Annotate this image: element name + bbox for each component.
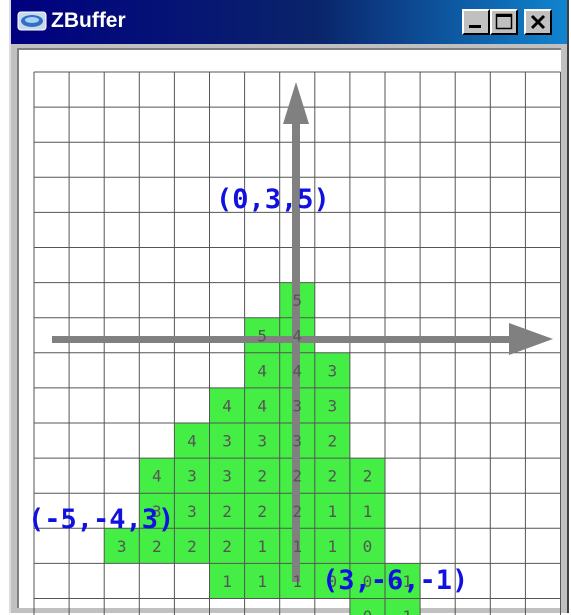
zbuffer-window: ZBuffer 5: [9, 0, 569, 613]
z-value: 4: [152, 467, 162, 486]
z-value: 1: [257, 572, 267, 591]
z-value: 3: [328, 361, 338, 380]
z-value: 2: [292, 502, 302, 521]
z-value: 2: [222, 502, 232, 521]
z-value: 4: [292, 361, 302, 380]
z-value: 2: [363, 467, 373, 486]
z-value: 3: [222, 432, 232, 451]
z-value: 1: [222, 572, 232, 591]
z-value: 4: [257, 361, 267, 380]
z-value: 2: [152, 537, 162, 556]
z-value: 1: [292, 572, 302, 591]
x-axis-arrow-icon: [509, 323, 553, 355]
z-value: 3: [117, 537, 127, 556]
z-value: 4: [222, 396, 232, 415]
z-value: 3: [187, 502, 197, 521]
vertex-label-left: (-5,-4,3): [28, 504, 174, 535]
z-value: 3: [187, 467, 197, 486]
z-value: 4: [257, 396, 267, 415]
z-value: 2: [222, 537, 232, 556]
z-value: 5: [257, 326, 267, 345]
vertex-label-bottom-right: (3,-6,-1): [322, 565, 468, 596]
vertex-label-top: (0,3,5): [216, 184, 330, 215]
z-value: 1: [328, 537, 338, 556]
z-value: 2: [328, 467, 338, 486]
z-value: 2: [187, 537, 197, 556]
x-axis: [52, 336, 514, 343]
z-value: 3: [222, 467, 232, 486]
z-value: -1: [393, 607, 412, 615]
z-value: 5: [292, 291, 302, 310]
z-value: 1: [328, 502, 338, 521]
z-value: 0: [363, 607, 373, 615]
z-value: 3: [292, 396, 302, 415]
z-value: 3: [292, 432, 302, 451]
z-value: 1: [257, 537, 267, 556]
z-value: 2: [257, 467, 267, 486]
z-value: 1: [363, 502, 373, 521]
z-value: 3: [328, 396, 338, 415]
z-value: 2: [292, 467, 302, 486]
z-value: 2: [257, 502, 267, 521]
z-value: 2: [328, 432, 338, 451]
z-value: 4: [292, 326, 302, 345]
y-axis-arrow-icon: [283, 82, 309, 124]
z-value: 1: [292, 537, 302, 556]
z-value: 0: [363, 537, 373, 556]
z-value: 3: [257, 432, 267, 451]
z-value: 4: [187, 432, 197, 451]
